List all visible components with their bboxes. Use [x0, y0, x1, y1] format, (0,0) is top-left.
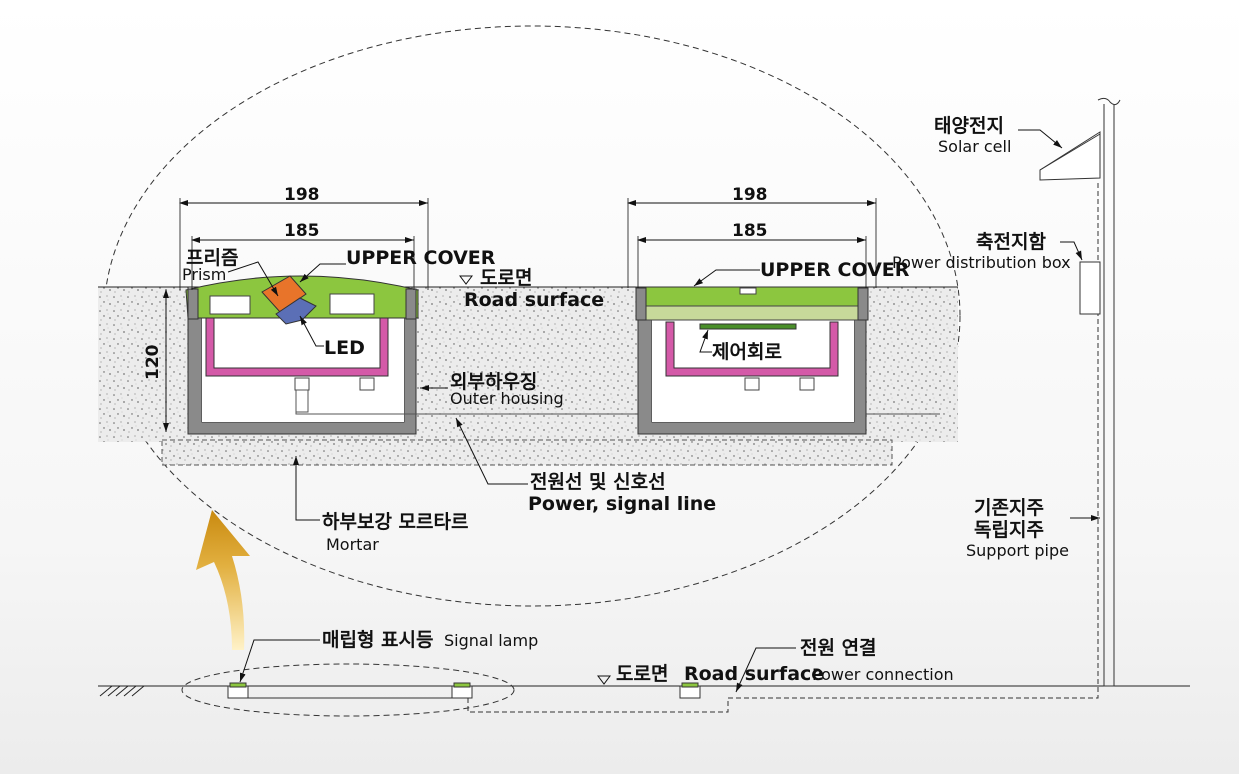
road-surface-top-ko: 도로면	[480, 267, 532, 289]
leader-lines	[227, 261, 760, 521]
bottom-road-scene	[98, 180, 1190, 717]
led-label: LED	[324, 337, 365, 359]
road-surface-top-en: Road surface	[464, 289, 604, 311]
right-leader-lines	[239, 129, 1100, 693]
right-lamp-section	[635, 286, 869, 435]
solar-cell-en: Solar cell	[938, 137, 1011, 156]
prism-label-ko: 프리즘	[186, 247, 238, 269]
prism-icon	[261, 275, 307, 313]
upper-cover-left-label: UPPER COVER	[346, 247, 496, 269]
control-circuit-label: 제어회로	[712, 341, 782, 363]
control-circuit-board	[699, 323, 797, 330]
led-icon	[275, 297, 317, 325]
mortar-ko: 하부보강 모르타르	[322, 511, 468, 533]
left-lamp-section	[185, 275, 940, 435]
height-dim: 120	[143, 344, 163, 380]
solar-cell-ko: 태양전지	[934, 115, 1004, 137]
power-connection-ko: 전원 연결	[800, 637, 877, 659]
support-pole	[1039, 97, 1121, 687]
power-connection-en: Power connection	[812, 665, 954, 684]
power-box-ko: 축전지함	[976, 231, 1046, 253]
outer-housing-ko: 외부하우징	[450, 371, 537, 393]
upper-cover-right-label: UPPER COVER	[760, 259, 910, 281]
road-surface-bottom-ko: 도로면	[616, 663, 668, 685]
road-surface-bottom-en: Road surface	[684, 663, 824, 685]
support-ko-1: 기존지주	[974, 497, 1044, 519]
power-line-en: Power, signal line	[528, 493, 716, 515]
road-surface-bottom-triangle-icon	[597, 675, 611, 685]
prism-label-en: Prism	[182, 265, 226, 284]
power-line-ko: 전원선 및 신호선	[530, 471, 666, 493]
zoom-ellipse	[103, 25, 961, 607]
solar-panel-icon	[1039, 131, 1101, 181]
power-box-en: Power distribution box	[892, 253, 1071, 272]
power-box-icon	[1079, 261, 1101, 315]
right-outer-dim: 198	[732, 185, 768, 205]
left-inner-dim: 185	[284, 221, 320, 241]
lamp-group-ellipse	[181, 663, 515, 717]
outer-housing-en: Outer housing	[450, 389, 564, 408]
mortar-en: Mortar	[326, 535, 379, 554]
upward-arrow-icon	[196, 510, 250, 650]
support-en: Support pipe	[966, 541, 1069, 560]
support-ko-2: 독립지주	[974, 519, 1044, 541]
road-surface-triangle-icon	[459, 275, 473, 285]
signal-lamp-en: Signal lamp	[444, 631, 538, 650]
signal-lamp-ko: 매립형 표시등	[322, 629, 434, 651]
dimension-lines	[163, 198, 877, 432]
right-inner-dim: 185	[732, 221, 768, 241]
left-outer-dim: 198	[284, 185, 320, 205]
